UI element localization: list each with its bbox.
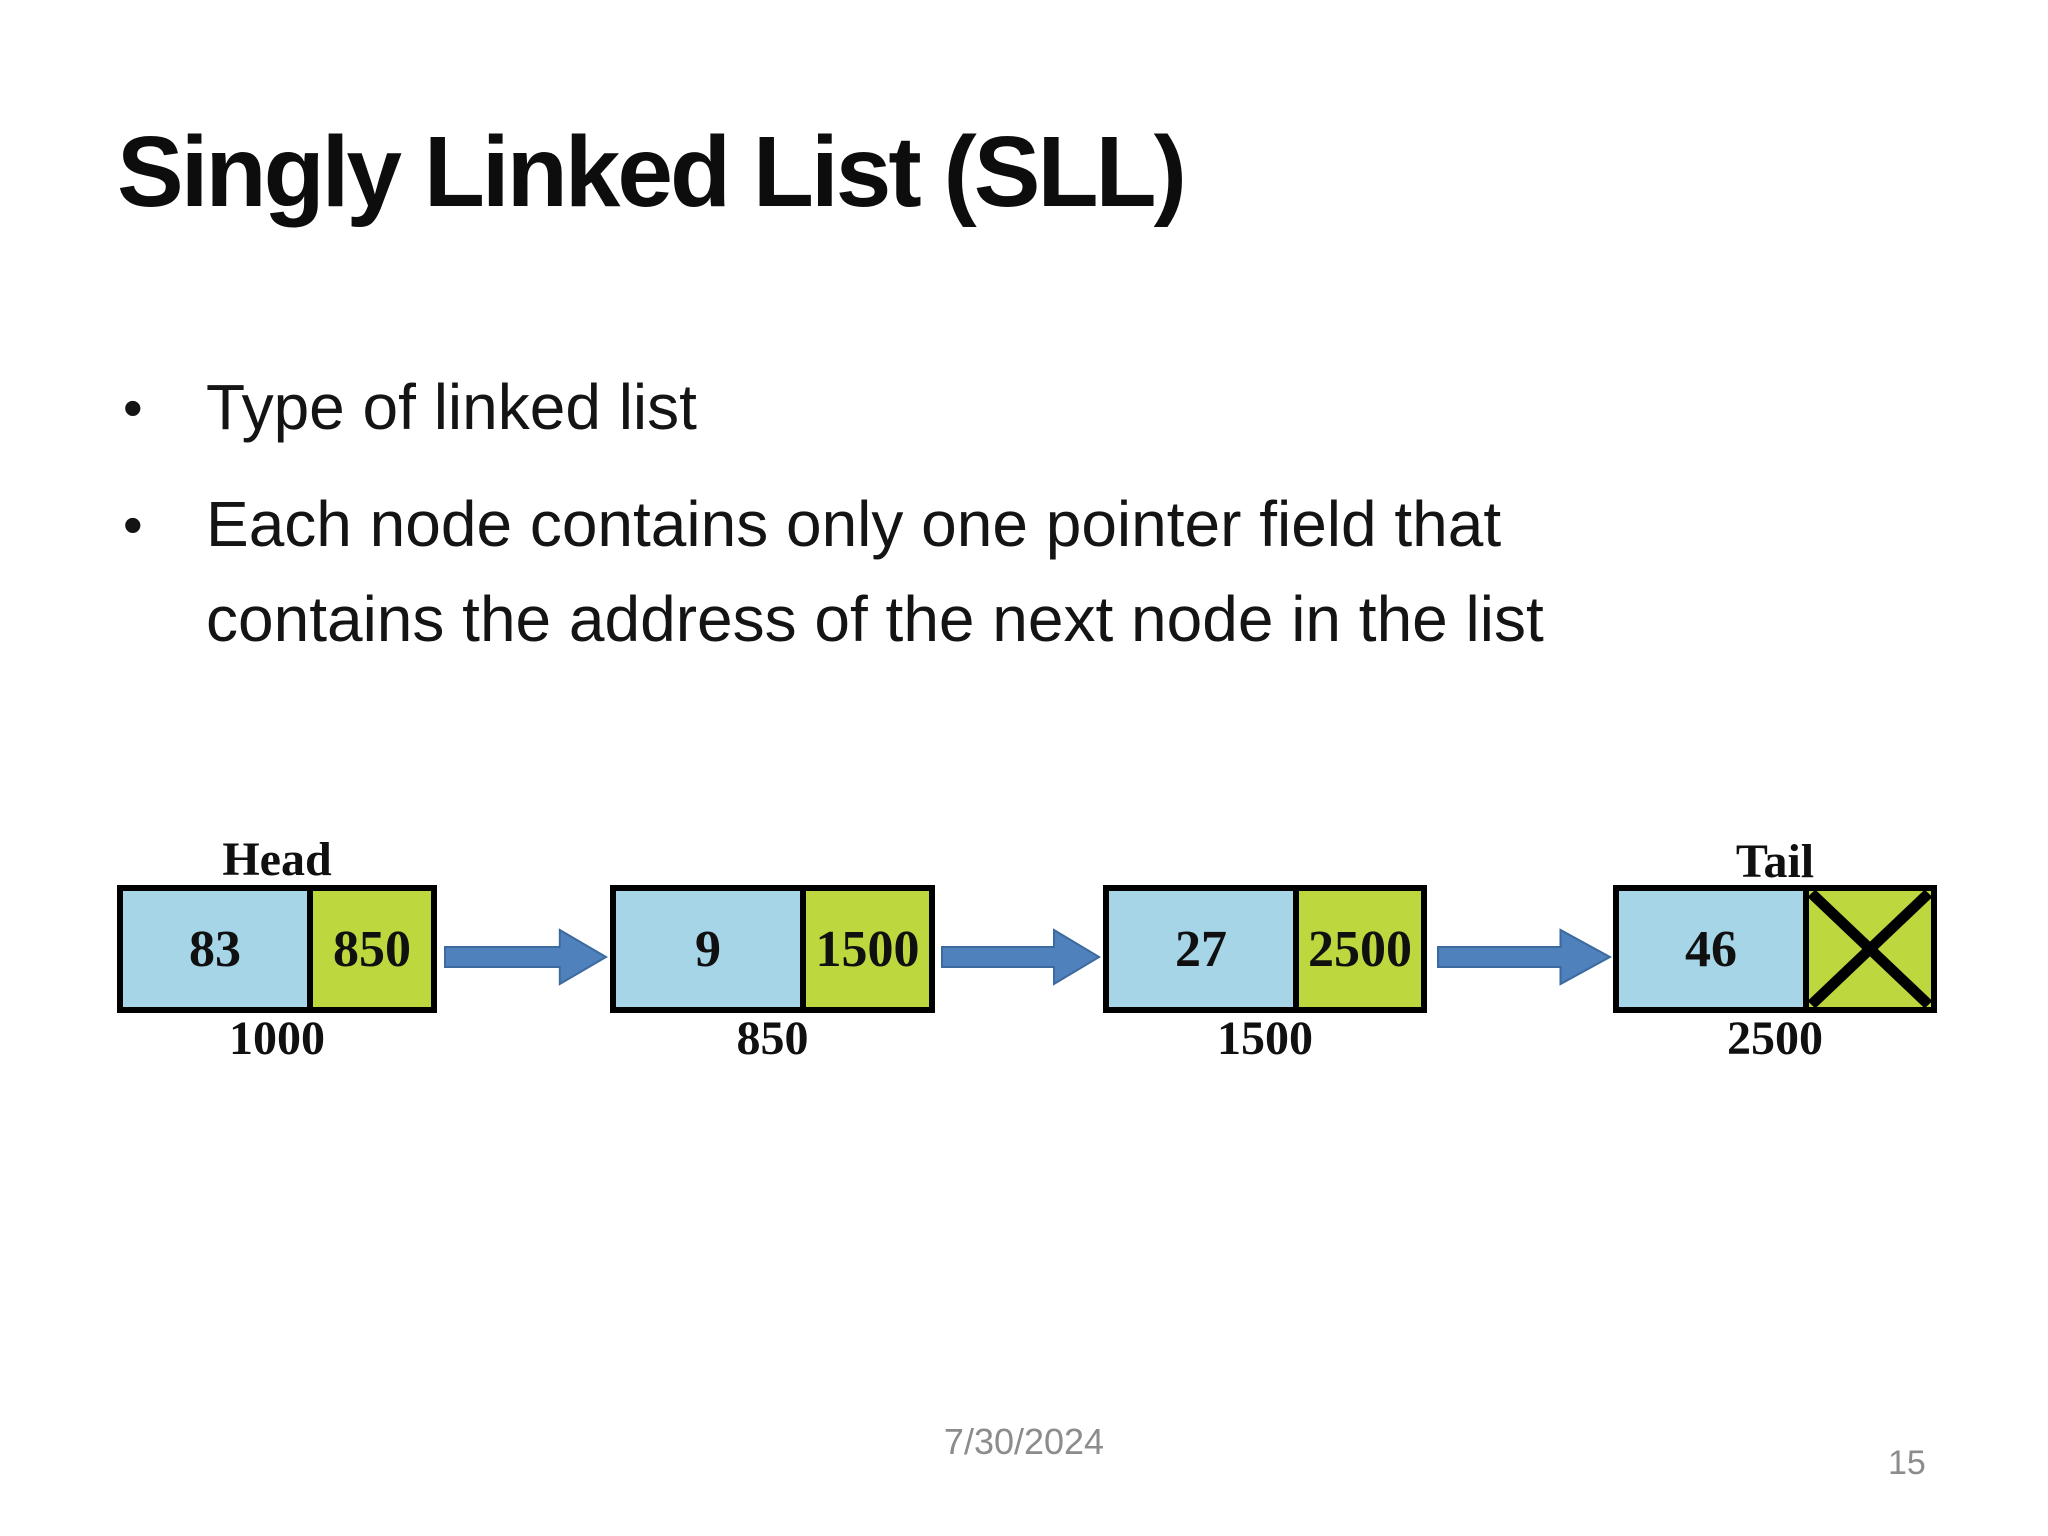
- bullet-text: contains the address of the next node in…: [206, 583, 1544, 655]
- node-data-value: 83: [189, 920, 241, 978]
- page-number: 15: [1888, 1444, 1926, 1482]
- tail-pointer-label: Tail: [1735, 835, 1815, 888]
- node-data-value: 46: [1685, 920, 1737, 978]
- node-next-value: 1500: [815, 920, 920, 978]
- node-data-cell: 27: [1109, 891, 1299, 1007]
- node: 27 2500: [1103, 885, 1427, 1013]
- arrow-outline: [444, 928, 608, 986]
- head-pointer-label: Head: [222, 833, 332, 886]
- node-address-label: 2500: [1727, 1012, 1823, 1065]
- node-address-label: 1000: [229, 1012, 325, 1065]
- next-pointer-arrow-icon: [1437, 928, 1612, 986]
- node: 9 1500: [610, 885, 935, 1013]
- null-pointer-x-icon: [1809, 891, 1931, 1007]
- node-data-value: 27: [1175, 920, 1227, 978]
- node-address-label: 850: [736, 1012, 809, 1065]
- next-pointer-arrow-icon: [941, 928, 1101, 986]
- node-address-label: 1500: [1217, 1012, 1313, 1065]
- bullet-text: Type of linked list: [206, 371, 697, 443]
- arrow-outline: [941, 928, 1101, 986]
- node-next-value: 850: [333, 920, 411, 978]
- arrow-shape: [941, 930, 1100, 984]
- node: 46: [1613, 885, 1937, 1013]
- bullet-list: • Type of linked list • Each node contai…: [123, 360, 1544, 667]
- arrow-outline: [1437, 928, 1612, 986]
- node-data-cell: 46: [1619, 891, 1809, 1007]
- next-pointer-arrow-icon: [444, 928, 608, 986]
- bullet-icon: •: [123, 376, 143, 439]
- bullet-icon: •: [123, 493, 143, 556]
- node-next-cell: 2500: [1299, 891, 1421, 1007]
- node-data-cell: 9: [616, 891, 806, 1007]
- bullet-text: Each node contains only one pointer fiel…: [206, 488, 1502, 560]
- footer-date: 7/30/2024: [943, 1421, 1105, 1462]
- node-data-cell: 83: [123, 891, 313, 1007]
- arrow-shape: [1438, 930, 1610, 984]
- slide-title: Singly Linked List (SLL): [117, 116, 1187, 228]
- node-next-cell: [1809, 891, 1931, 1007]
- node-next-cell: 1500: [806, 891, 929, 1007]
- node-next-cell: 850: [313, 891, 431, 1007]
- node-data-value: 9: [695, 920, 721, 978]
- list-item: • Each node contains only one pointer fi…: [123, 477, 1544, 667]
- node-next-value: 2500: [1308, 920, 1412, 978]
- node: 83 850: [117, 885, 437, 1013]
- arrow-shape: [444, 930, 607, 984]
- list-item: • Type of linked list: [123, 360, 1544, 455]
